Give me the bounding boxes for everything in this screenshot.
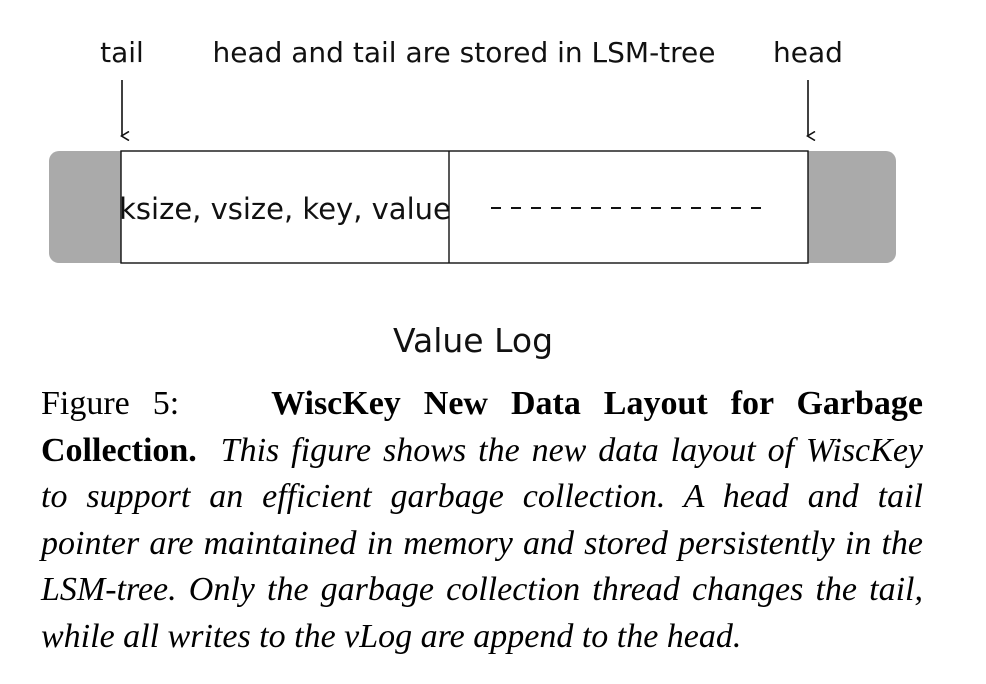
value-log-name: Value Log [393,321,553,360]
figure-number: Figure 5: [41,385,180,422]
figure-caption: Figure 5: WiscKey New Data Layout for Ga… [41,381,923,660]
lsm-note-label: head and tail are stored in LSM-tree [212,36,715,69]
figure-description: This figure shows the new data layout of… [41,431,924,655]
tail-label: tail [100,36,144,69]
log-entry-label: ksize, vsize, key, value [119,192,451,226]
head-label: head [773,36,843,69]
value-log-diagram: tail head and tail are stored in LSM-tre… [49,36,896,360]
figure-title: WiscKey New Data Layout for Garbage Coll… [41,385,924,469]
